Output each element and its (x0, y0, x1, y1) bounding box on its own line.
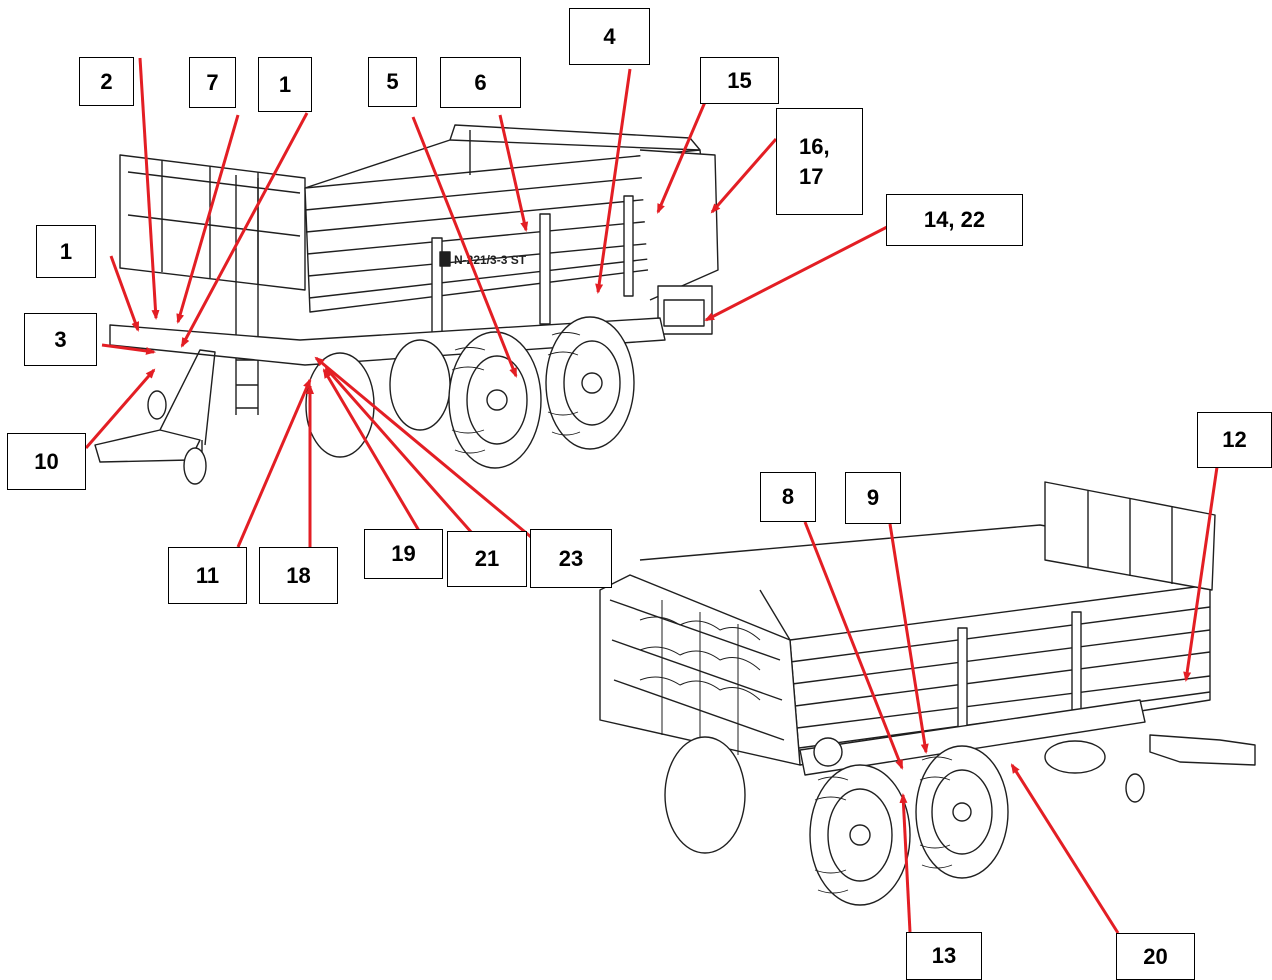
callout-label: 18 (259, 547, 338, 604)
callout-label: 16, 17 (776, 108, 863, 215)
callout-label: 6 (440, 57, 521, 108)
callout-label: 2 (79, 57, 134, 106)
callout-label: 4 (569, 8, 650, 65)
callout-label: 1 (258, 57, 312, 112)
callout-label: 5 (368, 57, 417, 107)
callout-label: 10 (7, 433, 86, 490)
callout-label: 12 (1197, 412, 1272, 468)
callout-label: 23 (530, 529, 612, 588)
callout-label: 8 (760, 472, 816, 522)
trailer-front-view: N-221/3-3 ST (94, 124, 719, 485)
callout-label: 1 (36, 225, 96, 278)
svg-text:N-221/3-3 ST: N-221/3-3 ST (454, 253, 527, 267)
callout-label: 14, 22 (886, 194, 1023, 246)
callout-label: 3 (24, 313, 97, 366)
callout-label: 13 (906, 932, 982, 980)
callout-label: 21 (447, 531, 527, 587)
callout-label: 9 (845, 472, 901, 524)
callout-arrows (84, 57, 1219, 934)
callout-label: 7 (189, 57, 236, 108)
trailer-rear-view (599, 481, 1256, 906)
callout-label: 19 (364, 529, 443, 579)
callout-label: 20 (1116, 933, 1195, 980)
callout-label: 15 (700, 57, 779, 104)
callout-label: 11 (168, 547, 247, 604)
